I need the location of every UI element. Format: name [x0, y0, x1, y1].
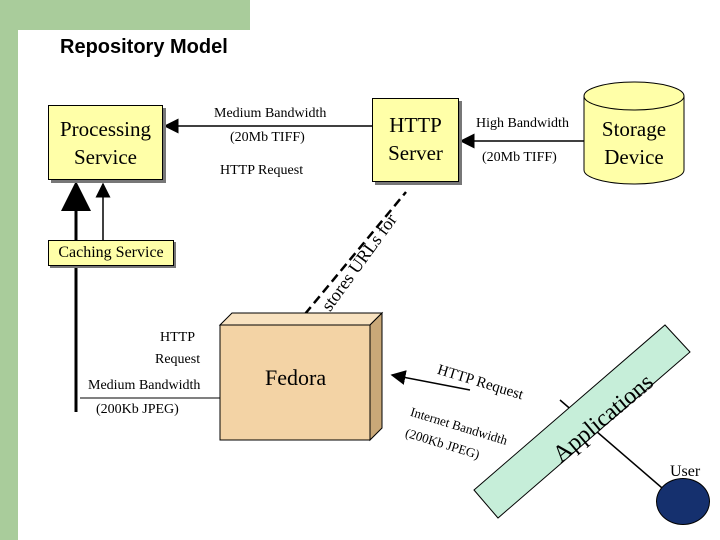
- edge-label-storage-server-1: High Bandwidth: [476, 116, 569, 131]
- page-title: Repository Model: [60, 36, 228, 58]
- http-server-label-line2: Server: [388, 141, 443, 165]
- caching-label: Caching Service: [58, 244, 164, 261]
- left-band-decoration: [0, 0, 18, 540]
- storage-label-line2: Device: [604, 145, 664, 169]
- edge-label-fedora-processing-2: Request: [155, 352, 201, 367]
- edge-label-storage-server-2: (20Mb TIFF): [482, 150, 557, 165]
- user-icon: [656, 478, 710, 525]
- http-server-label-line1: HTTP: [389, 113, 442, 137]
- dashed-stores-urls: [304, 191, 407, 315]
- fedora-label: Fedora: [265, 365, 327, 390]
- edge-label-fedora-processing-4: (200Kb JPEG): [96, 402, 179, 417]
- http-server-node: HTTP Server: [372, 98, 459, 182]
- storage-label-line1: Storage: [601, 117, 667, 141]
- storage-label: Storage Device: [590, 115, 678, 171]
- edge-label-server-processing-2: (20Mb TIFF): [230, 130, 305, 145]
- edge-label-server-processing-1: Medium Bandwidth: [214, 106, 327, 121]
- processing-label-line2: Service: [74, 145, 137, 169]
- processing-service-node: Processing Service: [48, 105, 163, 180]
- edge-label-fedora-processing-3: Medium Bandwidth: [88, 378, 201, 393]
- arrow-user-to-fedora: [390, 370, 471, 391]
- caching-service-node: Caching Service: [48, 240, 174, 266]
- edge-label-fedora-processing-1: HTTP: [160, 330, 195, 345]
- user-label: User: [670, 463, 701, 480]
- edge-label-http-request-top: HTTP Request: [220, 163, 304, 178]
- processing-label-line1: Processing: [60, 117, 151, 141]
- corner-decoration: [0, 0, 250, 30]
